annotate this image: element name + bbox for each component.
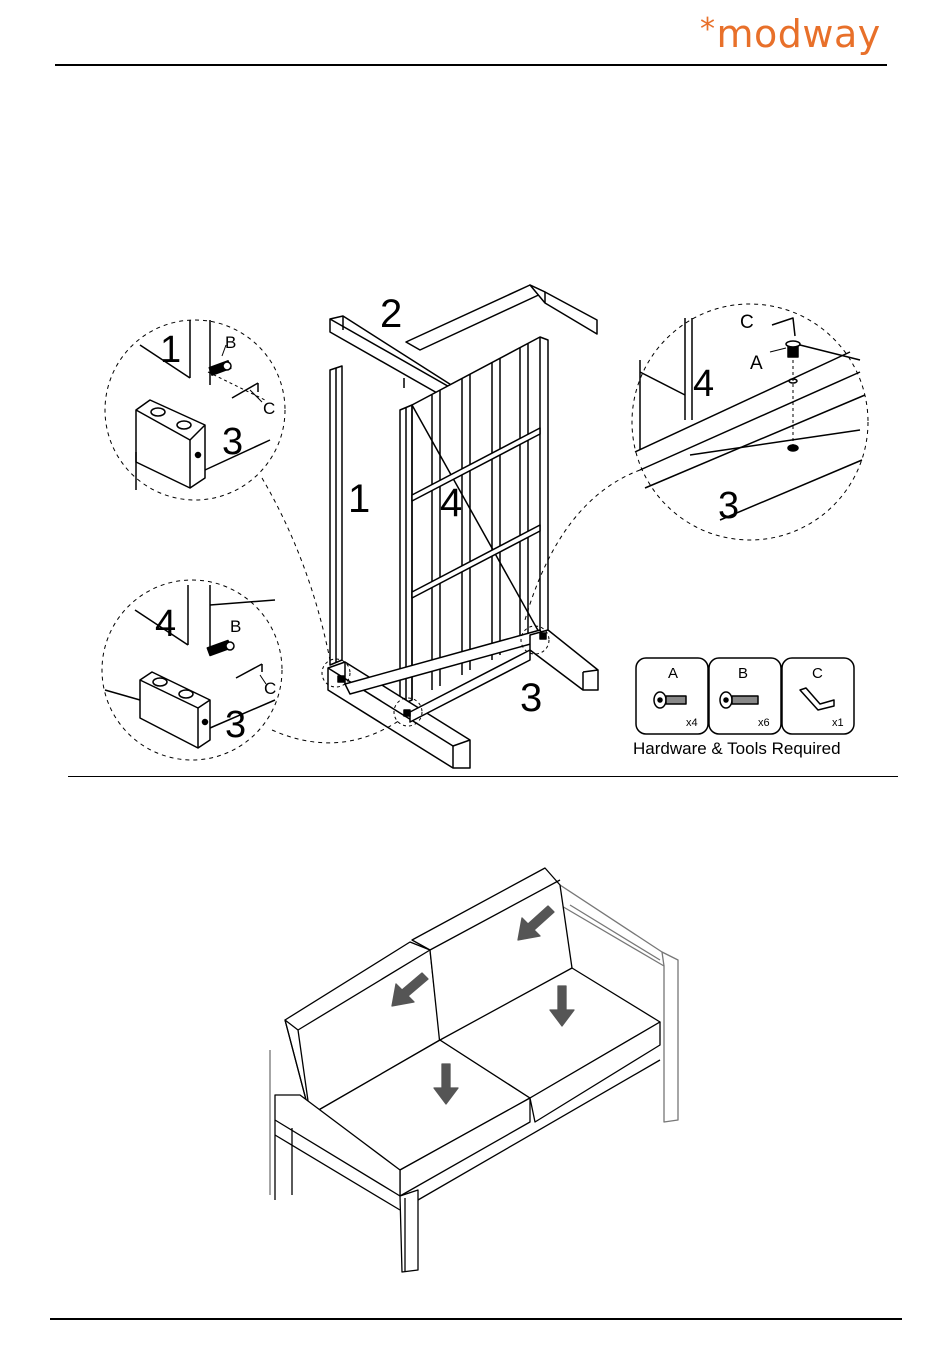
hardware-a-letter: A — [668, 665, 678, 682]
detail-bl-label-b: B — [230, 617, 241, 636]
part-1-leg — [330, 366, 342, 665]
hardware-item-b: B x6 — [709, 658, 781, 734]
detail-r-label-c: C — [740, 312, 754, 333]
hardware-item-a: A x4 — [636, 658, 708, 734]
detail-bl-label-3: 3 — [225, 704, 246, 746]
part-label-1: 1 — [348, 477, 370, 521]
detail-tl-label-c: C — [263, 399, 275, 418]
hardware-caption: Hardware & Tools Required — [633, 739, 841, 759]
detail-circle-top-left: 1 B C 3 — [105, 320, 285, 500]
detail-circle-bottom-left: 4 B C 3 — [102, 580, 282, 760]
hardware-a-qty: x4 — [686, 717, 698, 729]
detail-tl-label-b: B — [225, 333, 236, 352]
part-label-4: 4 — [440, 481, 462, 525]
hardware-panel: A x4 B x6 C x1 — [636, 658, 854, 734]
detail-circle-right: C A 4 3 — [632, 304, 868, 540]
detail-r-label-a: A — [750, 353, 763, 374]
detail-bl-label-4: 4 — [155, 603, 176, 645]
part-label-3: 3 — [520, 676, 542, 720]
detail-r-label-4: 4 — [693, 363, 714, 405]
detail-r-label-3: 3 — [718, 485, 739, 527]
allen-key-icon — [800, 688, 834, 710]
part-label-2: 2 — [380, 292, 402, 336]
part-3-base — [328, 630, 598, 768]
screw-b-icon — [720, 692, 758, 708]
hardware-b-qty: x6 — [758, 717, 770, 729]
detail-bl-label-c: C — [264, 679, 276, 698]
sofa-cushion-diagram — [270, 868, 678, 1272]
hardware-c-qty: x1 — [832, 717, 844, 729]
hardware-c-letter: C — [812, 665, 823, 682]
detail-tl-label-1: 1 — [160, 329, 181, 371]
hardware-b-letter: B — [738, 665, 748, 682]
detail-tl-label-3: 3 — [222, 421, 243, 463]
screw-a-icon — [654, 692, 686, 708]
hardware-item-c: C x1 — [782, 658, 854, 734]
frame-assembly-diagram: 2 1 4 3 — [262, 285, 640, 768]
